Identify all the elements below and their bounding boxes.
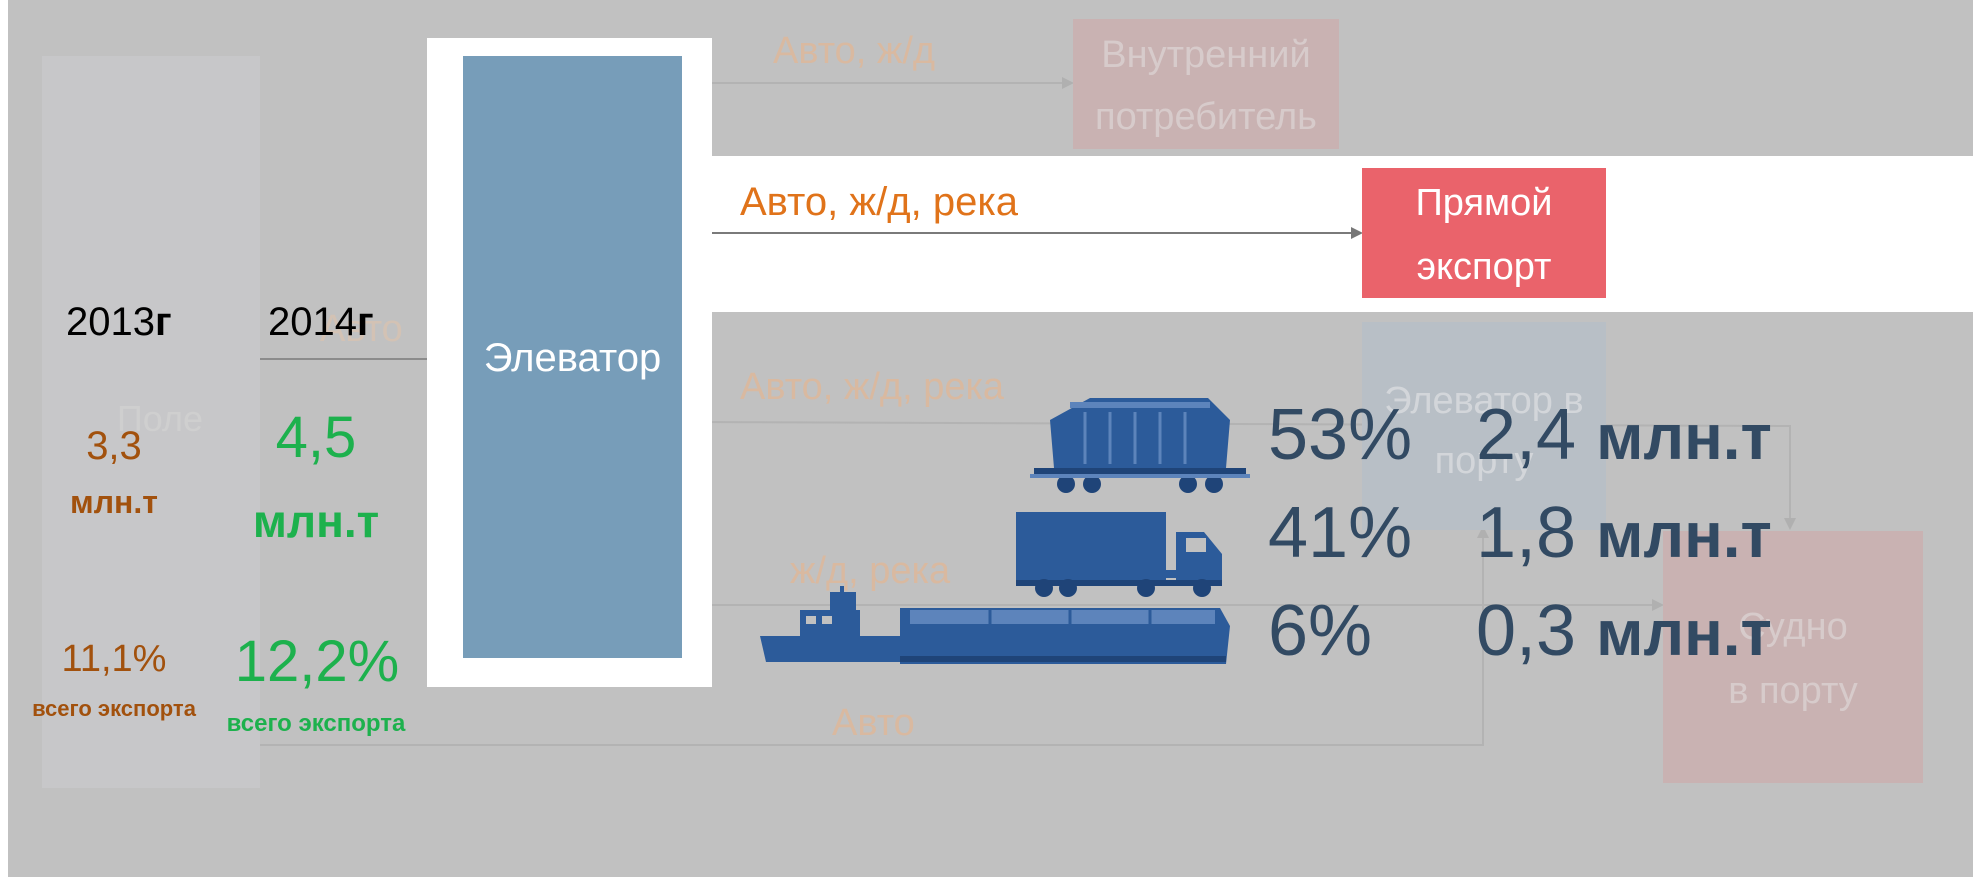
share-2014-label: всего экспорта	[226, 710, 406, 737]
rail-percent: 53%	[1268, 395, 1413, 475]
year-2013: 2013г	[66, 300, 172, 345]
ship-in-port-box	[1663, 531, 1923, 783]
field-column	[42, 56, 260, 788]
line-field-to-port	[260, 526, 1489, 746]
direct-export-label-2: экспорт	[1416, 246, 1552, 288]
year-2014-value: 2014	[268, 300, 357, 344]
ship-in-port-label-1: Судно	[1738, 606, 1848, 648]
port-elevator-label-1: Элеватор в	[1384, 380, 1584, 422]
domestic-consumer-box	[1073, 19, 1339, 149]
route-label-field-auto: Авто	[320, 308, 403, 350]
direct-export-label-1: Прямой	[1415, 182, 1553, 224]
rail-volume: 2,4 млн.т	[1476, 394, 1772, 476]
truck-volume-unit: млн.т	[1596, 499, 1772, 571]
rail-volume-unit: млн.т	[1596, 401, 1772, 473]
volume-2014-unit: млн.т	[252, 495, 380, 547]
volume-2014: 4,5	[275, 405, 357, 470]
route-label-lower: ж/д, река	[790, 550, 951, 592]
barge-percent: 6%	[1268, 591, 1373, 671]
dim-overlay-top-right	[712, 38, 1973, 156]
ship-in-port-label-2: в порту	[1728, 670, 1858, 712]
route-label-bottom: Авто	[832, 702, 915, 744]
truck-volume-value: 1,8	[1476, 493, 1577, 573]
volume-2013: 3,3	[86, 424, 142, 468]
year-2013-value: 2013	[66, 300, 155, 344]
domestic-consumer-label-2: потребитель	[1095, 96, 1317, 138]
route-label-direct: Авто, ж/д, река	[740, 180, 1018, 224]
port-elevator-label-2: порту	[1434, 440, 1534, 482]
truck-volume: 1,8 млн.т	[1476, 492, 1772, 574]
barge-volume: 0,3 млн.т	[1476, 590, 1772, 672]
route-label-middle: Авто, ж/д, река	[740, 366, 1005, 408]
field-label: Поле	[116, 398, 204, 439]
barge-volume-value: 0,3	[1476, 591, 1577, 671]
share-2013-label: всего экспорта	[32, 696, 196, 721]
share-2014: 12,2%	[234, 629, 400, 694]
year-2014: 2014г	[268, 300, 374, 345]
rail-volume-value: 2,4	[1476, 395, 1577, 475]
truck-percent: 41%	[1268, 493, 1413, 573]
port-elevator-box	[1362, 322, 1606, 530]
domestic-consumer-label-1: Внутренний	[1101, 34, 1311, 76]
route-label-top: Авто, ж/д	[773, 30, 936, 72]
year-2013-suffix: г	[154, 300, 172, 344]
barge-volume-unit: млн.т	[1596, 597, 1772, 669]
elevator-box	[463, 56, 682, 658]
volume-2013-unit: млн.т	[70, 484, 158, 520]
dim-overlay-left-edge	[0, 0, 8, 877]
share-2013: 11,1%	[61, 638, 167, 680]
elevator-label: Элеватор	[483, 336, 662, 380]
year-2014-suffix: г	[356, 300, 374, 344]
direct-export-box	[1362, 168, 1606, 298]
